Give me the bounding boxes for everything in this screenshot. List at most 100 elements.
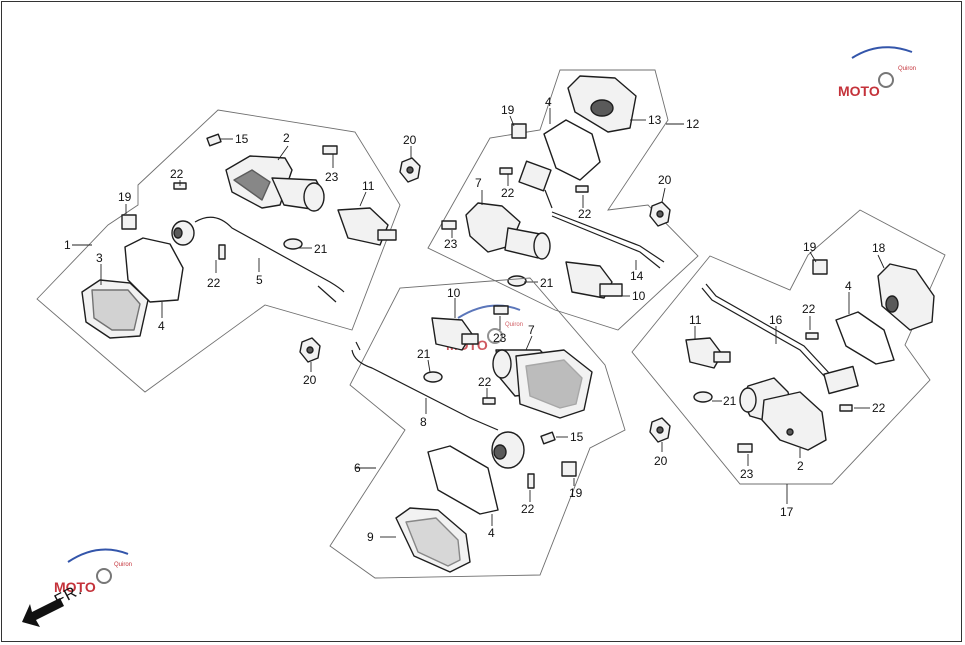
bulb-socket-part — [491, 431, 525, 469]
gear-icon — [96, 568, 112, 584]
bulb-socket-part — [518, 160, 553, 209]
watermark-logo-top-right: MOTO Quiron — [838, 46, 916, 99]
gasket-part — [427, 445, 499, 515]
housing-part — [492, 349, 593, 419]
nut-part-20 — [649, 417, 671, 443]
callout-4: 4 — [545, 95, 552, 109]
callout-21: 21 — [314, 242, 328, 256]
callout-2: 2 — [797, 459, 804, 473]
callout-5: 5 — [256, 273, 263, 287]
callout-6: 6 — [354, 461, 361, 475]
bulb-relay-part — [431, 317, 479, 351]
callout-7: 7 — [528, 323, 535, 337]
callout-22: 22 — [872, 401, 886, 415]
watermark-suffix: Quiron — [505, 322, 523, 328]
callout-21: 21 — [540, 276, 554, 290]
group-left-front-turn-signal: 10 23 7 21 22 8 15 6 19 22 4 9 20 — [299, 277, 626, 579]
callout-10: 10 — [632, 289, 646, 303]
callout-19: 19 — [501, 103, 515, 117]
callout-15: 15 — [570, 430, 584, 444]
callout-22: 22 — [501, 186, 515, 200]
lens-part — [567, 75, 637, 133]
screw-part-22b — [839, 404, 853, 412]
callout-2: 2 — [283, 131, 290, 145]
bulb-socket-part — [171, 220, 195, 246]
lens-part — [877, 263, 935, 331]
housing-part — [465, 202, 551, 260]
bulb-relay-part — [337, 207, 397, 246]
wire-harness-part — [701, 283, 831, 379]
nut-part-21 — [693, 391, 713, 403]
collar-part-19 — [121, 214, 137, 230]
wire-harness-part — [351, 341, 499, 431]
callout-20: 20 — [654, 454, 668, 468]
callout-4: 4 — [845, 279, 852, 293]
callout-23: 23 — [444, 237, 458, 251]
callout-13: 13 — [648, 113, 662, 127]
screw-part-22a — [805, 332, 819, 340]
watermark-suffix: Quiron — [114, 562, 132, 568]
gear-icon — [878, 72, 894, 88]
nut-part-21 — [507, 275, 527, 287]
callout-22: 22 — [207, 276, 221, 290]
callout-4: 4 — [158, 319, 165, 333]
wire-harness-part — [551, 211, 665, 269]
callout-22: 22 — [521, 502, 535, 516]
bulb-relay-part — [565, 261, 623, 299]
nut-part-20 — [399, 157, 421, 183]
wire-harness-part — [194, 216, 345, 303]
callout-1: 1 — [64, 238, 71, 252]
screw-part-22b — [218, 244, 226, 260]
bolt-part-23 — [441, 220, 457, 230]
callout-17: 17 — [780, 505, 794, 519]
watermark-brand: MOTO — [838, 83, 880, 99]
callout-20: 20 — [658, 173, 672, 187]
callout-7: 7 — [475, 176, 482, 190]
callout-3: 3 — [96, 251, 103, 265]
gasket-part — [124, 237, 184, 303]
callout-22: 22 — [578, 207, 592, 221]
callout-11: 11 — [362, 179, 375, 193]
callout-8: 8 — [420, 415, 427, 429]
callout-12: 12 — [686, 117, 700, 131]
lens-part — [81, 279, 149, 339]
nut-part-21 — [423, 371, 443, 383]
grommet-part-15 — [540, 431, 556, 445]
callout-23: 23 — [325, 170, 339, 184]
group-right-front-turn-signal: 19 18 4 22 11 16 21 22 23 2 17 20 — [631, 209, 946, 519]
callout-20: 20 — [303, 373, 317, 387]
group-right-rear-turn-signal: 19 4 13 12 7 22 22 23 21 14 10 20 — [427, 69, 700, 331]
callout-22: 22 — [170, 167, 184, 181]
callout-4: 4 — [488, 526, 495, 540]
callout-14: 14 — [630, 269, 644, 283]
callout-21: 21 — [723, 394, 737, 408]
housing-part — [225, 155, 325, 212]
collar-part-19 — [561, 461, 577, 477]
screw-part-22a — [482, 397, 496, 405]
front-arrow-icon — [22, 598, 64, 627]
bolt-part-23 — [737, 443, 753, 453]
gasket-part — [835, 311, 895, 365]
bolt-part-23 — [322, 145, 338, 155]
callout-23: 23 — [493, 331, 507, 345]
callout-18: 18 — [872, 241, 886, 255]
nut-part-20 — [649, 201, 671, 227]
watermark-suffix: Quiron — [898, 66, 916, 72]
grommet-part-15 — [206, 133, 222, 147]
nut-part-21 — [283, 238, 303, 250]
callout-10: 10 — [447, 286, 461, 300]
housing-part — [739, 377, 827, 451]
nut-part-20 — [299, 337, 321, 363]
callout-11: 11 — [689, 313, 702, 327]
group-outline — [36, 109, 401, 393]
lens-part — [395, 507, 471, 573]
watermark-logo-bottom-left: MOTO Quiron — [54, 548, 132, 595]
screw-part-22b — [527, 473, 535, 489]
callout-21: 21 — [417, 347, 431, 361]
screw-part-22a — [499, 167, 513, 175]
bolt-part-23 — [493, 305, 509, 315]
callout-19: 19 — [569, 486, 583, 500]
callout-9: 9 — [367, 530, 374, 544]
collar-part-19 — [511, 123, 527, 139]
